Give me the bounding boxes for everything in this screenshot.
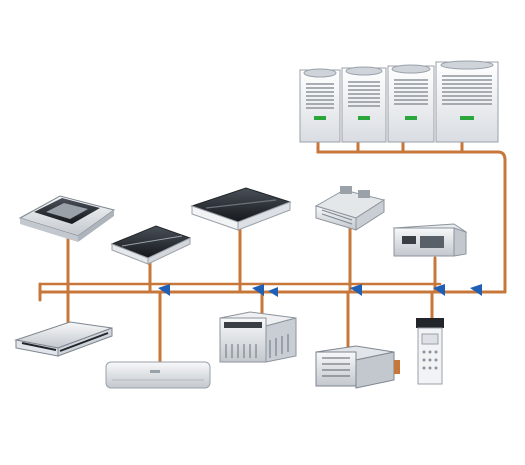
outdoor-condenser-icon (299, 68, 341, 143)
floor-console-icon (219, 311, 297, 363)
branch-joint-icon (268, 287, 278, 297)
branch-joints (158, 284, 482, 297)
branch-joint-icon (158, 284, 170, 296)
outdoor-condenser-icon (387, 64, 435, 143)
outdoor-units (299, 60, 499, 143)
ceiling-cassette-icon (190, 187, 292, 231)
ceiling-cassette-icon (110, 225, 192, 265)
outdoor-condenser-icon (435, 60, 499, 143)
outdoor-header-pipe (316, 136, 507, 294)
controller-icon (416, 318, 444, 385)
indoor-units-lower (14, 311, 444, 389)
wall-split-icon (105, 361, 211, 389)
branch-joint-icon (433, 284, 445, 296)
ducted-unit-icon (314, 186, 386, 231)
indoor-units-upper (18, 186, 468, 265)
ducted-unit-icon (392, 223, 468, 257)
ceiling-suspended-icon (14, 321, 113, 357)
outdoor-condenser-icon (341, 66, 387, 143)
branch-joint-icon (350, 284, 362, 296)
branch-joint-icon (470, 284, 482, 296)
branch-joint-icon (252, 284, 264, 296)
ceiling-cassette-icon (18, 195, 116, 242)
floor-concealed-icon (315, 345, 400, 389)
